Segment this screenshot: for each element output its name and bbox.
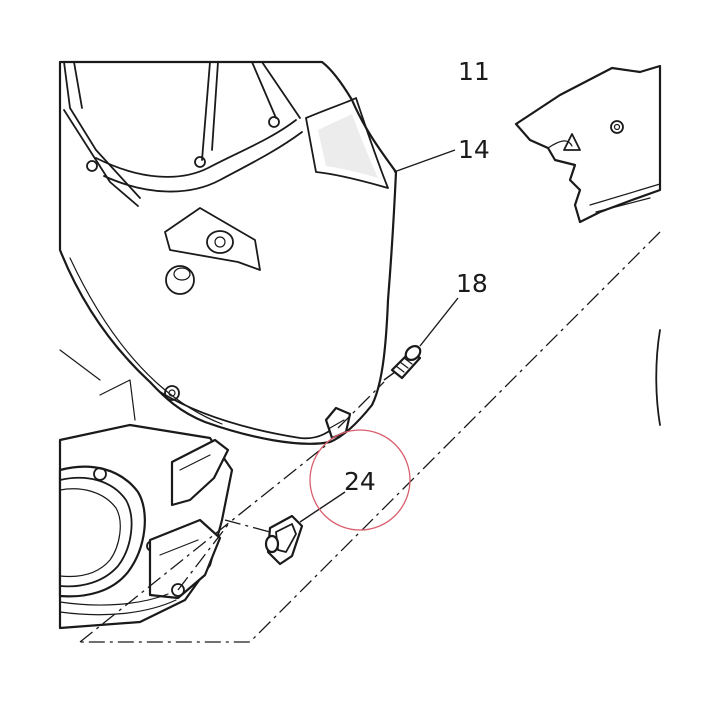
callout-14: 14 <box>458 135 490 164</box>
callout-11: 11 <box>458 57 490 86</box>
assembly-center-lines <box>79 231 661 643</box>
screw-part-18 <box>390 345 422 380</box>
upper-fairing-part-14 <box>58 60 398 445</box>
leader-lines <box>299 149 459 523</box>
lower-cowl-assembly <box>58 349 234 630</box>
callout-18: 18 <box>456 269 488 298</box>
highlight-circle <box>309 429 411 531</box>
wheel-edge-partial <box>655 329 661 426</box>
side-panel-part-11 <box>514 64 662 224</box>
callout-24: 24 <box>344 467 376 496</box>
clip-part-24 <box>264 514 304 566</box>
